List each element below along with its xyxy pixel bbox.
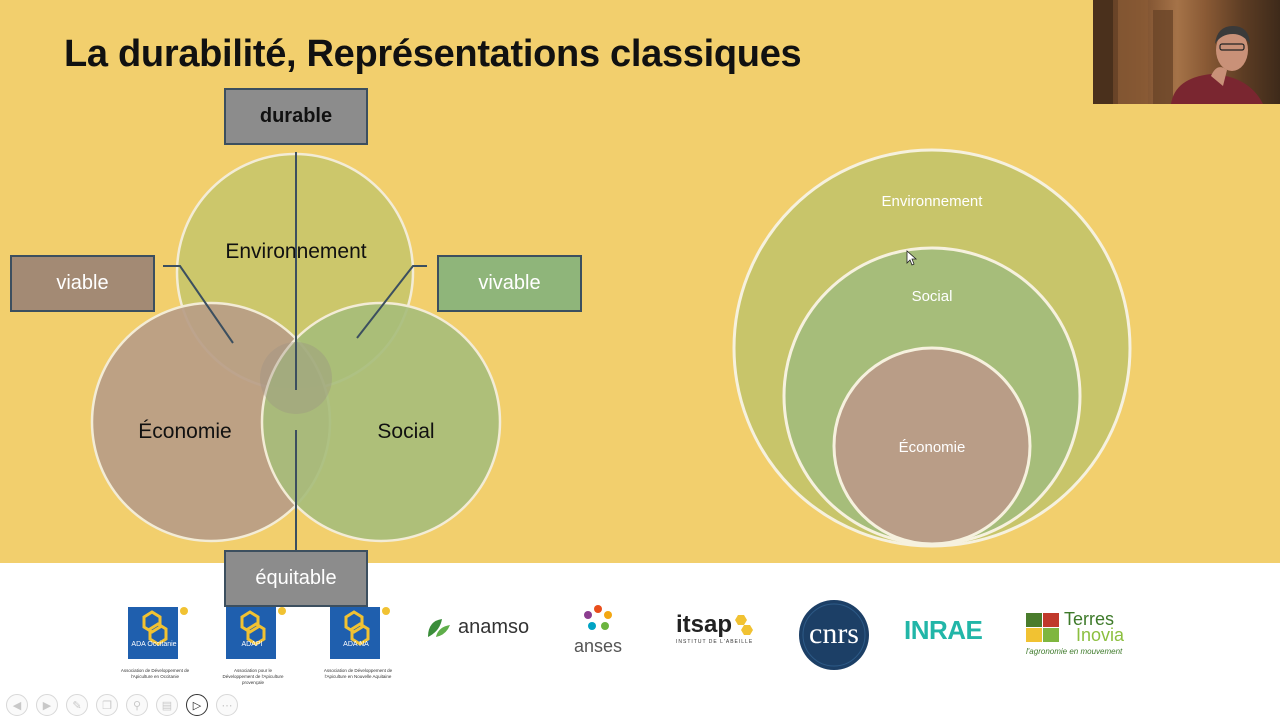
cnrs-text: cnrs bbox=[809, 617, 859, 650]
adapi-name: ADAPI bbox=[241, 641, 263, 648]
prev-icon[interactable]: ◀ bbox=[6, 694, 28, 716]
nested-diagram: Environnement Social Économie bbox=[732, 148, 1132, 548]
venn-label-social: Social bbox=[377, 420, 434, 443]
ada-na-name: ADA NA bbox=[343, 641, 369, 648]
nested-label-social: Social bbox=[912, 288, 953, 305]
logo-ada-occitanie: ADA Occitanie Association de Développeme… bbox=[120, 603, 198, 680]
viable-connector bbox=[163, 265, 234, 344]
venn-label-environment: Environnement bbox=[225, 240, 366, 263]
anses-text: anses bbox=[573, 636, 623, 656]
venn-label-economy: Économie bbox=[138, 420, 231, 443]
slide-title: La durabilité, Représentations classique… bbox=[64, 33, 802, 75]
ada-occitanie-caption: Association de Développement de l'Apicul… bbox=[120, 668, 190, 679]
anamso-text: anamso bbox=[458, 615, 530, 638]
logo-inrae: INRAE bbox=[904, 615, 983, 645]
nested-label-environment: Environnement bbox=[882, 193, 984, 210]
ada-na-caption: Association de Développement de l'Apicul… bbox=[323, 668, 393, 679]
copy-icon[interactable]: ❐ bbox=[96, 694, 118, 716]
presentation-toolbar: ◀ ▶ ✎ ❐ ⚲ ▤ ▷ ⋯ bbox=[0, 690, 266, 720]
anamso-leaf-icon bbox=[428, 619, 450, 637]
more-icon[interactable]: ⋯ bbox=[216, 694, 238, 716]
adapi-caption: Association pour le Développement de l'A… bbox=[222, 668, 284, 685]
pen-icon[interactable]: ✎ bbox=[66, 694, 88, 716]
subtitles-icon[interactable]: ▤ bbox=[156, 694, 178, 716]
inner-economy-circle bbox=[832, 346, 1032, 546]
equitable-box: équitable bbox=[224, 550, 368, 607]
slide: La durabilité, Représentations classique… bbox=[0, 0, 1280, 563]
durable-box: durable bbox=[224, 88, 368, 145]
logo-anamso: anamso bbox=[424, 615, 529, 639]
viable-box: viable bbox=[10, 255, 155, 312]
venn-diagram: Environnement Économie Social bbox=[90, 152, 502, 551]
nested-label-economy: Économie bbox=[899, 439, 966, 456]
partner-logos: ADA Occitanie Association de Développeme… bbox=[0, 563, 1280, 720]
logo-ada-na: ADA NA Association de Développement de l… bbox=[318, 603, 400, 680]
zoom-icon[interactable]: ⚲ bbox=[126, 694, 148, 716]
logo-adapi: ADAPI Association pour le Développement … bbox=[218, 603, 298, 686]
terres-inovia-squares-icon bbox=[1026, 613, 1059, 642]
terres-inovia-line1: Terres bbox=[1064, 609, 1115, 629]
ada-occitanie-name: ADA Occitanie bbox=[131, 641, 177, 648]
social-circle bbox=[260, 301, 502, 543]
cnrs-emblem-icon bbox=[799, 600, 869, 670]
webcam-video[interactable] bbox=[1093, 0, 1280, 104]
next-icon[interactable]: ▶ bbox=[36, 694, 58, 716]
mouse-cursor-icon bbox=[906, 250, 918, 266]
vivable-box: vivable bbox=[437, 255, 582, 312]
logo-cnrs: cnrs bbox=[798, 599, 870, 676]
terres-inovia-line2: Inovia bbox=[1076, 625, 1125, 645]
logo-anses: anses bbox=[568, 603, 628, 657]
terres-inovia-tagline: l'agronomie en mouvement bbox=[1026, 647, 1123, 656]
itsap-text: itsap bbox=[676, 611, 733, 638]
itsap-sub: INSTITUT DE L'ABEILLE bbox=[676, 639, 754, 645]
anses-flower-icon bbox=[584, 605, 612, 630]
vivable-connector bbox=[356, 265, 427, 339]
presenter-silhouette bbox=[1093, 0, 1263, 104]
camera-icon[interactable]: ▷ bbox=[186, 694, 208, 716]
logo-itsap: itsap INSTITUT DE L'ABEILLE bbox=[676, 611, 758, 645]
itsap-hex-icon bbox=[735, 615, 754, 635]
